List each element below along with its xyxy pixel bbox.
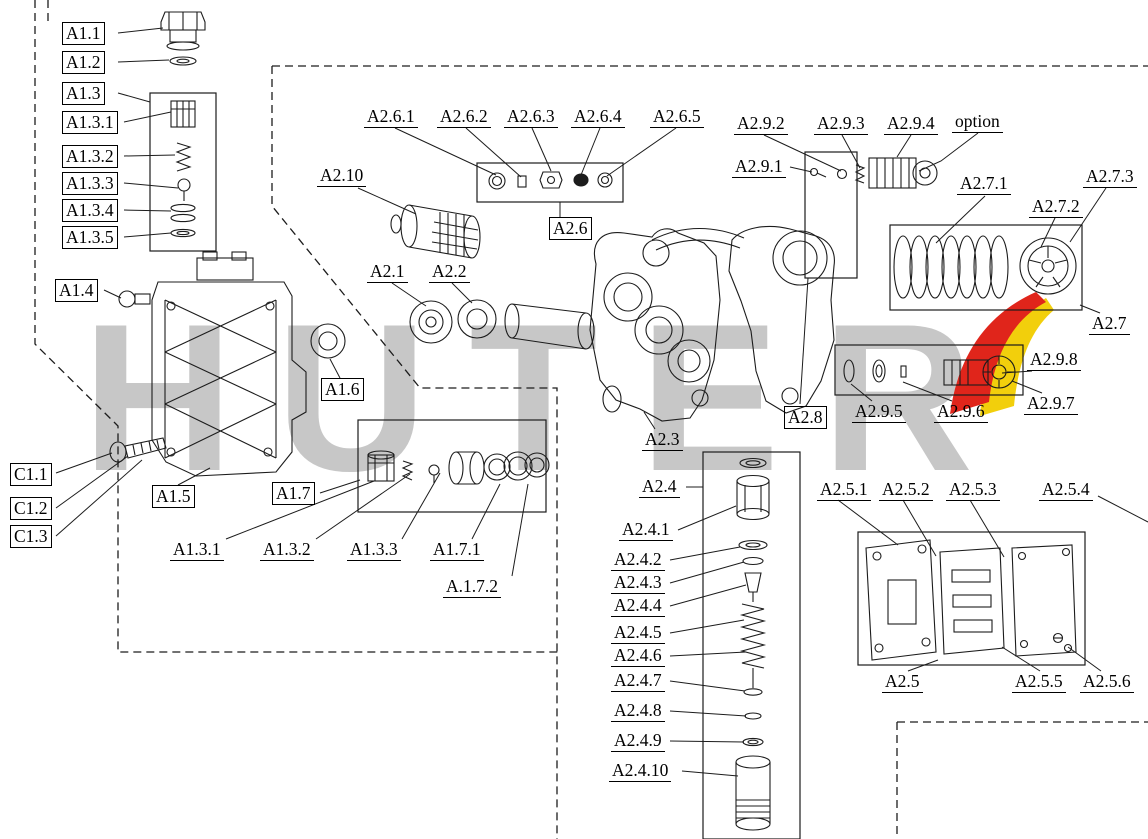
- part-label-A2.9.1: A2.9.1: [732, 156, 786, 178]
- part-label-A2.3: A2.3: [642, 429, 683, 451]
- part-label-C1.1: C1.1: [10, 463, 52, 486]
- part-label-A1.3.1: A1.3.1: [170, 539, 224, 561]
- part-label-A1.3.4: A1.3.4: [62, 199, 118, 222]
- part-label-A2.4.1: A2.4.1: [619, 519, 673, 541]
- part-label-A1.5: A1.5: [152, 485, 195, 508]
- part-label-A2.4.9: A2.4.9: [611, 730, 665, 752]
- part-label-A2.7.3: A2.7.3: [1083, 166, 1137, 188]
- part-label-C1.2: C1.2: [10, 497, 52, 520]
- part-label-A2.9.5: A2.9.5: [852, 401, 906, 423]
- unloader-spring-cap-art: [893, 235, 1077, 299]
- filter-art: [390, 204, 481, 259]
- part-label-option: option: [952, 111, 1003, 133]
- part-label-A2.2: A2.2: [429, 261, 470, 283]
- part-label-A2.5.5: A2.5.5: [1012, 671, 1066, 693]
- part-label-A2.9.7: A2.9.7: [1024, 393, 1078, 415]
- part-label-A2.5.4: A2.5.4: [1039, 479, 1093, 501]
- part-label-A1.3: A1.3: [62, 82, 105, 105]
- part-label-A2.4.10: A2.4.10: [609, 760, 672, 782]
- part-label-A2.6.2: A2.6.2: [437, 106, 491, 128]
- part-label-A2.6.5: A2.6.5: [650, 106, 704, 128]
- box-kit-a24: [702, 451, 801, 839]
- part-label-A2.9.2: A2.9.2: [734, 113, 788, 135]
- part-label-A2.6.4: A2.6.4: [571, 106, 625, 128]
- box-kit-a29-top: [804, 151, 858, 279]
- part-label-A2.5.1: A2.5.1: [817, 479, 871, 501]
- part-label-A1.3.2: A1.3.2: [62, 145, 118, 168]
- bypass-valve-column-art: [735, 457, 771, 831]
- part-label-A2.6.1: A2.6.1: [364, 106, 418, 128]
- part-label-A2.1: A2.1: [367, 261, 408, 283]
- part-label-A1.3.3: A1.3.3: [347, 539, 401, 561]
- part-label-A2.5.2: A2.5.2: [879, 479, 933, 501]
- sensor-kit-art: [488, 171, 613, 190]
- seals-bearings-art: [409, 299, 595, 350]
- group-boxes: [149, 92, 1086, 839]
- logo-red-swoosh: [950, 292, 1046, 414]
- part-label-A2.6: A2.6: [549, 217, 592, 240]
- part-label-A2.4.4: A2.4.4: [611, 595, 665, 617]
- part-label-A1.7.1: A1.7.1: [430, 539, 484, 561]
- part-label-A2.9.3: A2.9.3: [814, 113, 868, 135]
- part-label-A2.8: A2.8: [784, 406, 827, 429]
- part-label-A1.7: A1.7: [272, 482, 315, 505]
- outlet-valve-kit-art: [367, 450, 550, 485]
- box-kit-a27: [889, 224, 1083, 311]
- part-label-A2.5.6: A2.5.6: [1080, 671, 1134, 693]
- part-label-A2.4.6: A2.4.6: [611, 645, 665, 667]
- boundary-dashed-lines: [34, 0, 1148, 839]
- part-label-A1.3.3: A1.3.3: [62, 172, 118, 195]
- part-label-A1.1: A1.1: [62, 22, 105, 45]
- part-label-A1.3.5: A1.3.5: [62, 226, 118, 249]
- part-label-A2.9.4: A2.9.4: [884, 113, 938, 135]
- part-label-A1.4: A1.4: [55, 279, 98, 302]
- part-label-A2.4.8: A2.4.8: [611, 700, 665, 722]
- part-label-A1.2: A1.2: [62, 51, 105, 74]
- huter-watermark: HUTER: [82, 280, 1016, 515]
- part-label-A1.3.1: A1.3.1: [62, 111, 118, 134]
- part-label-A2.6.3: A2.6.3: [504, 106, 558, 128]
- part-label-A2.4: A2.4: [639, 476, 680, 498]
- part-label-A2.9.8: A2.9.8: [1027, 349, 1081, 371]
- part-label-A2.5: A2.5: [882, 671, 923, 693]
- part-label-A2.4.7: A2.4.7: [611, 670, 665, 692]
- pump-head-center-art: [589, 227, 745, 422]
- pump-manifold-left-art: [109, 251, 346, 477]
- pump-body-right-art: [728, 157, 938, 414]
- part-label-A2.7.1: A2.7.1: [957, 173, 1011, 195]
- box-kit-a17: [357, 419, 547, 513]
- check-valve-small-art: [843, 355, 1016, 389]
- leader-lines: [55, 27, 1148, 777]
- part-label-A1.6: A1.6: [321, 378, 364, 401]
- part-label-A2.5.3: A2.5.3: [946, 479, 1000, 501]
- part-label-A2.4.3: A2.4.3: [611, 572, 665, 594]
- part-label-A.1.7.2: A.1.7.2: [443, 576, 502, 598]
- part-label-A2.4.5: A2.4.5: [611, 622, 665, 644]
- part-label-C1.3: C1.3: [10, 525, 52, 548]
- box-valve-kit-a13: [149, 92, 217, 252]
- mount-plates-art: [865, 539, 1077, 661]
- box-kit-a29-bottom: [834, 344, 1024, 396]
- part-label-A2.9.6: A2.9.6: [934, 401, 988, 423]
- part-label-A2.10: A2.10: [317, 165, 367, 187]
- box-kit-a26: [476, 162, 624, 203]
- part-label-A2.7: A2.7: [1089, 313, 1130, 335]
- part-label-A2.7.2: A2.7.2: [1029, 196, 1083, 218]
- part-label-A2.4.2: A2.4.2: [611, 549, 665, 571]
- inlet-valve-parts-art: [160, 11, 206, 238]
- box-kit-a25: [857, 531, 1086, 666]
- part-label-A1.3.2: A1.3.2: [260, 539, 314, 561]
